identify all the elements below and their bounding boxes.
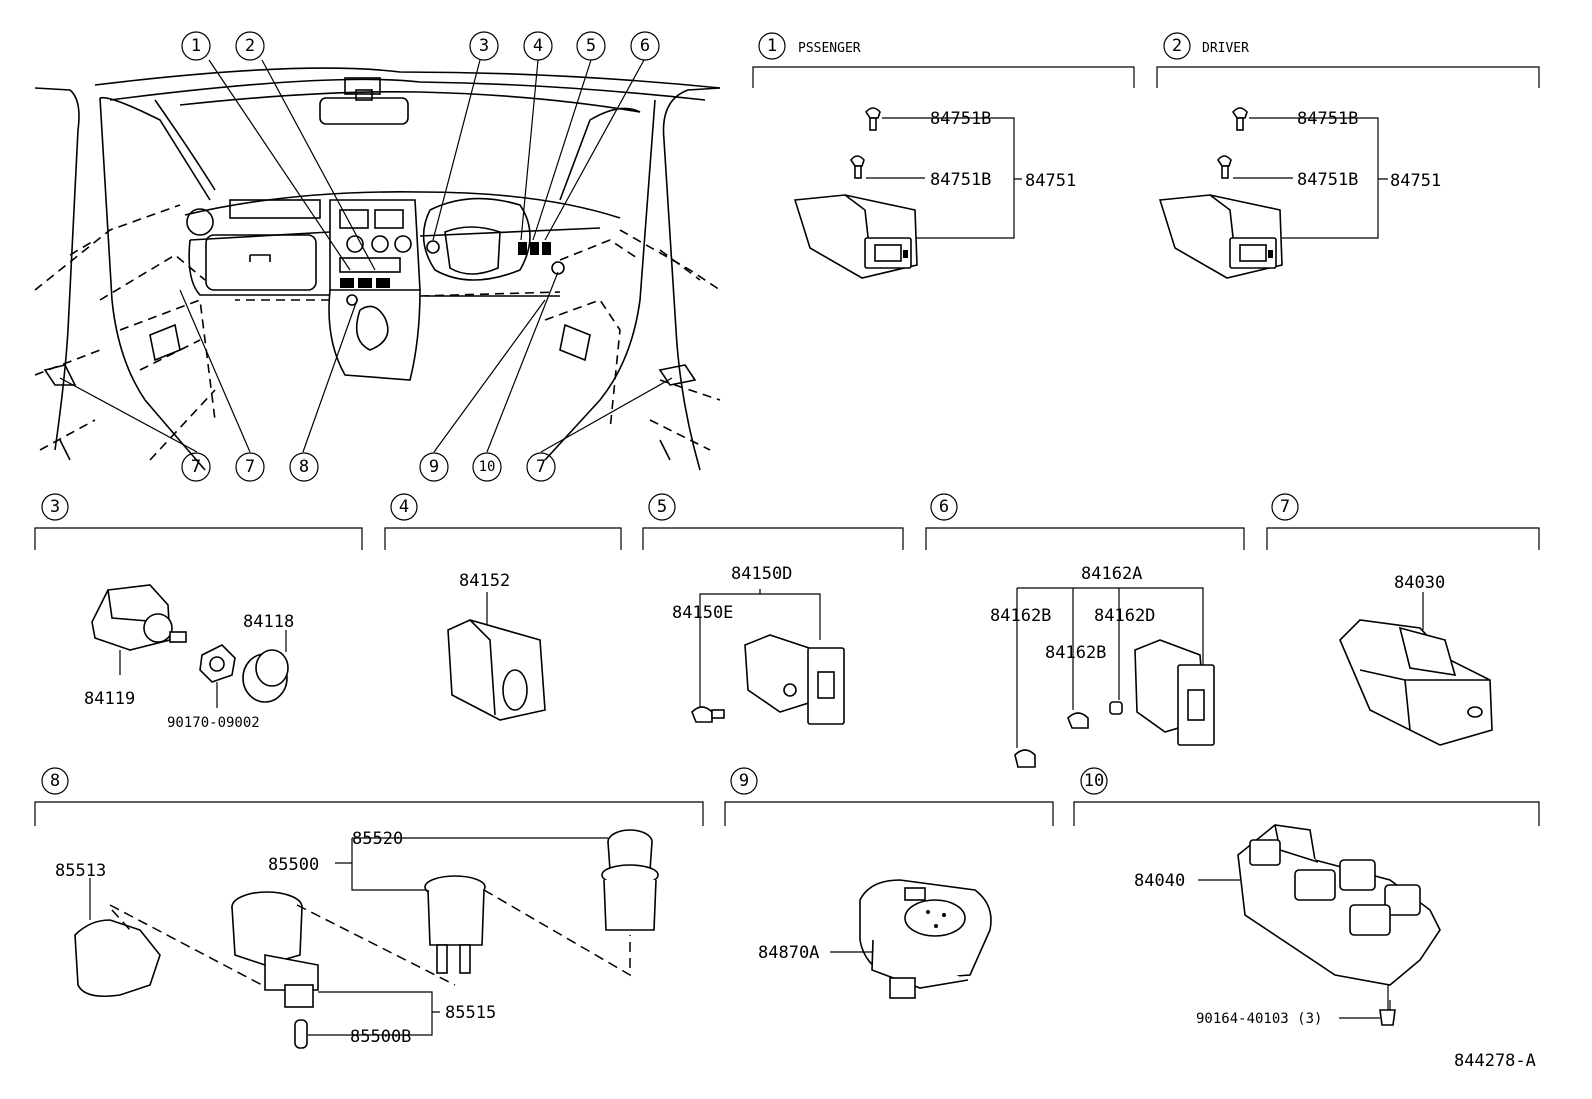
section-9-part-0: 84870A bbox=[758, 943, 819, 963]
section-6-number: 6 bbox=[939, 497, 949, 517]
section-10: 10 84040 90164-40103 (3) bbox=[1073, 767, 1540, 1027]
section-6-part-1: 84162B bbox=[990, 606, 1051, 626]
overview-callout-label: 6 bbox=[640, 36, 650, 56]
section-5-part-1: 84150E bbox=[672, 603, 733, 623]
section-9-number-circle: 9 bbox=[730, 767, 758, 795]
overview-callout-label: 5 bbox=[586, 36, 596, 56]
overview-callout-circle bbox=[469, 31, 499, 61]
section-8-part-2: 85513 bbox=[55, 861, 106, 881]
section-8-part-0: 85520 bbox=[352, 829, 403, 849]
overview-callout-circle bbox=[181, 31, 211, 61]
section-6-part-0: 84162A bbox=[1081, 564, 1142, 584]
overview-callout-circle bbox=[289, 452, 319, 482]
section-7: 7 84030 bbox=[1266, 493, 1540, 746]
section-5-part-0: 84150D bbox=[731, 564, 792, 584]
section-1-passenger: 1 PSSENGER 84751B 84751B 84751 bbox=[752, 32, 1135, 279]
section-3-part-2: 90170-09002 bbox=[167, 715, 260, 731]
overview-callout-circle bbox=[526, 452, 556, 482]
section-10-number: 10 bbox=[1084, 771, 1104, 791]
overview-callout-label: 8 bbox=[299, 457, 309, 477]
section-1-title: PSSENGER bbox=[798, 41, 861, 56]
section-1-part-2: 84751 bbox=[1025, 171, 1076, 191]
section-8-part-4: 85500B bbox=[350, 1027, 411, 1047]
overview-callouts: 1 2 3 4 5 6 7 7 8 9 10 7 bbox=[181, 31, 660, 482]
section-7-part-0: 84030 bbox=[1394, 573, 1445, 593]
overview-callout-circle bbox=[235, 31, 265, 61]
section-1-number-circle: 1 bbox=[758, 32, 786, 60]
overview-callout-circle bbox=[630, 31, 660, 61]
section-10-part-0: 84040 bbox=[1134, 871, 1185, 891]
section-3-part-1: 84119 bbox=[84, 689, 135, 709]
diagram-id: 844278-A bbox=[1454, 1051, 1536, 1071]
interior-overview bbox=[34, 67, 721, 471]
section-5-number: 5 bbox=[657, 497, 667, 517]
section-2-part-2: 84751 bbox=[1390, 171, 1441, 191]
section-10-part-1: 90164-40103 (3) bbox=[1196, 1011, 1322, 1027]
section-4-part-0: 84152 bbox=[459, 571, 510, 591]
section-2-part-0: 84751B bbox=[1297, 109, 1358, 129]
section-4-number-circle: 4 bbox=[390, 493, 418, 521]
overview-callout-circle bbox=[576, 31, 606, 61]
section-5: 5 84150D 84150E bbox=[642, 493, 904, 725]
section-3-part-0: 84118 bbox=[243, 612, 294, 632]
section-1-part-0: 84751B bbox=[930, 109, 991, 129]
section-4: 4 84152 bbox=[384, 493, 622, 721]
overview-callout-label: 3 bbox=[479, 36, 489, 56]
overview-callout-label: 9 bbox=[429, 457, 439, 477]
overview-leaders bbox=[59, 59, 673, 453]
section-3: 3 84118 84119 90170-09002 bbox=[34, 493, 363, 731]
section-2-driver: 2 DRIVER 84751B 84751B 84751 bbox=[1156, 32, 1540, 279]
section-9-number: 9 bbox=[739, 771, 749, 791]
section-6: 6 84162A 84162B 84162D 84162B bbox=[925, 493, 1245, 768]
section-10-number-circle: 10 bbox=[1080, 767, 1108, 795]
section-8-part-3: 85515 bbox=[445, 1003, 496, 1023]
section-5-number-circle: 5 bbox=[648, 493, 676, 521]
overview-callout-circle bbox=[523, 31, 553, 61]
section-8-number-circle: 8 bbox=[41, 767, 69, 795]
section-4-number: 4 bbox=[399, 497, 409, 517]
overview-callout-label: 7 bbox=[245, 457, 255, 477]
section-2-title: DRIVER bbox=[1202, 41, 1249, 56]
section-1-part-1: 84751B bbox=[930, 170, 991, 190]
overview-callout-circle bbox=[181, 452, 211, 482]
section-6-part-2: 84162D bbox=[1094, 606, 1155, 626]
section-3-number-circle: 3 bbox=[41, 493, 69, 521]
section-3-number: 3 bbox=[50, 497, 60, 517]
overview-callout-label: 7 bbox=[191, 457, 201, 477]
section-7-number: 7 bbox=[1280, 497, 1290, 517]
section-2-number-circle: 2 bbox=[1163, 32, 1191, 60]
section-1-number: 1 bbox=[767, 36, 777, 56]
overview-callout-label: 2 bbox=[245, 36, 255, 56]
section-6-part-3: 84162B bbox=[1045, 643, 1106, 663]
overview-callout-label: 10 bbox=[479, 459, 496, 475]
section-8: 8 85520 85500 85513 85515 85500B bbox=[34, 767, 704, 1049]
overview-callout-circle bbox=[235, 452, 265, 482]
section-2-part-1: 84751B bbox=[1297, 170, 1358, 190]
overview-callout-label: 1 bbox=[191, 36, 201, 56]
overview-callout-circle bbox=[419, 452, 449, 482]
section-6-number-circle: 6 bbox=[930, 493, 958, 521]
section-8-number: 8 bbox=[50, 771, 60, 791]
section-7-number-circle: 7 bbox=[1271, 493, 1299, 521]
overview-callout-label: 7 bbox=[536, 457, 546, 477]
overview-callout-label: 4 bbox=[533, 36, 543, 56]
section-9: 9 84870A bbox=[724, 767, 1054, 999]
overview-callout-circle bbox=[472, 452, 502, 482]
section-8-part-1: 85500 bbox=[268, 855, 319, 875]
section-2-number: 2 bbox=[1172, 36, 1182, 56]
